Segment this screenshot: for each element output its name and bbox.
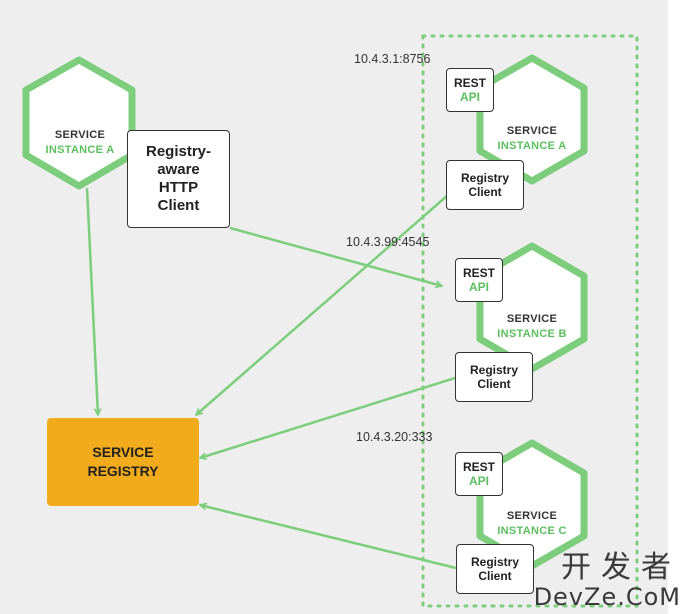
http-client-line3: HTTP xyxy=(158,179,199,196)
watermark-line1: 开发者 xyxy=(561,550,681,585)
arrow-rc-a-to-registry xyxy=(196,194,449,415)
arrow-rc-c-to-registry xyxy=(200,505,457,570)
registry-client-line1: Registry xyxy=(470,555,520,569)
arrow-rc-b-to-registry xyxy=(200,376,456,458)
instance-c-line1: SERVICE xyxy=(506,510,558,522)
instances-container xyxy=(421,34,639,608)
hexagon-client-service xyxy=(22,56,136,190)
ip-address-instance-b: 10.4.3.99:4545 xyxy=(346,235,430,249)
instance-c-label: SERVICE INSTANCE C xyxy=(484,509,580,539)
registry-client-line2: Client xyxy=(468,185,502,199)
client-service-label: SERVICE INSTANCE A xyxy=(30,128,130,158)
instance-a-label: SERVICE INSTANCE A xyxy=(484,124,580,154)
registry-client-instance-a: Registry Client xyxy=(446,160,524,210)
instance-b-label: SERVICE INSTANCE B xyxy=(484,312,580,342)
watermark-line2: DevZe.CoM xyxy=(533,583,681,611)
client-service-line1: SERVICE xyxy=(54,129,106,141)
registry-client-instance-c: Registry Client xyxy=(456,544,534,594)
rest-api-line1: REST xyxy=(462,460,495,474)
client-service-line2: INSTANCE A xyxy=(45,144,115,156)
arrow-http-client-to-instance-b xyxy=(229,226,442,286)
registry-aware-http-client: Registry- aware HTTP Client xyxy=(127,130,230,228)
ip-address-instance-a: 10.4.3.1:8756 xyxy=(354,52,431,66)
registry-client-instance-b: Registry Client xyxy=(455,352,533,402)
registry-client-line1: Registry xyxy=(469,363,519,377)
registry-client-line2: Client xyxy=(478,569,512,583)
http-client-line4: Client xyxy=(157,197,200,214)
ip-address-instance-c: 10.4.3.20:333 xyxy=(356,430,433,444)
instance-c-line2: INSTANCE C xyxy=(497,525,567,537)
rest-api-line2: API xyxy=(459,90,480,104)
instance-a-line1: SERVICE xyxy=(506,125,558,137)
rest-api-line1: REST xyxy=(462,266,495,280)
http-client-line2: aware xyxy=(157,161,200,178)
instance-b-line1: SERVICE xyxy=(506,313,558,325)
instance-a-line2: INSTANCE A xyxy=(497,140,567,152)
registry-client-line2: Client xyxy=(477,377,511,391)
site-watermark: 开发者 DevZe.CoM xyxy=(533,550,681,611)
rest-api-instance-a: REST API xyxy=(446,68,494,112)
service-registry: SERVICE REGISTRY xyxy=(47,418,199,506)
rest-api-instance-c: REST API xyxy=(455,452,503,496)
arrow-client-to-registry xyxy=(85,187,98,415)
rest-api-instance-b: REST API xyxy=(455,258,503,302)
http-client-line1: Registry- xyxy=(145,143,212,160)
service-registry-line2: REGISTRY xyxy=(87,463,159,479)
registry-client-line1: Registry xyxy=(460,171,510,185)
service-registry-line1: SERVICE xyxy=(92,444,154,460)
rest-api-line1: REST xyxy=(453,76,486,90)
instance-b-line2: INSTANCE B xyxy=(497,328,567,340)
rest-api-line2: API xyxy=(468,474,489,488)
rest-api-line2: API xyxy=(468,280,489,294)
